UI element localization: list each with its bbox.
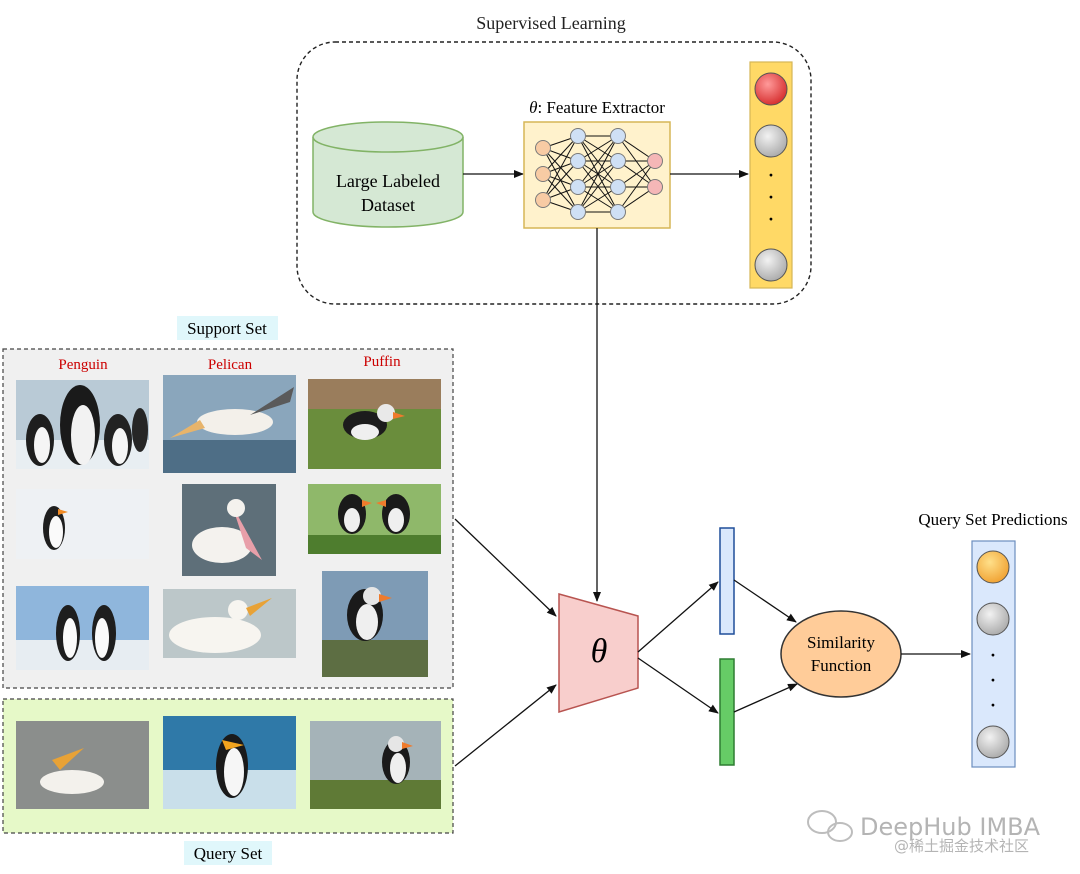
extractor-theta-symbol: θ xyxy=(529,98,537,117)
arrow-query-to-theta xyxy=(454,684,557,767)
nn-node xyxy=(570,179,586,195)
support-photo-puffin-1 xyxy=(308,379,441,469)
nn-node xyxy=(610,153,626,169)
watermark: DeepHub IMBA @稀土掘金技术社区 xyxy=(807,810,1041,855)
nn-edge xyxy=(577,135,619,213)
nn-node xyxy=(535,140,551,156)
class-label-puffin: Puffin xyxy=(363,354,401,370)
wechat-icon xyxy=(807,810,853,842)
nn-edge xyxy=(542,135,579,175)
nn-node xyxy=(610,128,626,144)
dataset-label-line1: Large Labeled xyxy=(336,171,440,191)
nn-edge xyxy=(577,135,619,188)
nn-node xyxy=(647,153,663,169)
arrow-support-embedding-to-similarity xyxy=(733,579,797,623)
prediction-node-gray xyxy=(976,602,1010,636)
arrow-query-embedding-to-similarity xyxy=(733,683,798,713)
support-photo-pelican-3 xyxy=(163,589,296,658)
nn-edge xyxy=(542,160,579,201)
nn-node xyxy=(610,204,626,220)
nn-node xyxy=(647,179,663,195)
class-label-penguin: Penguin xyxy=(58,357,108,373)
support-photo-penguin-3 xyxy=(16,586,149,670)
arrow-theta-to-support-embedding xyxy=(637,581,719,653)
nn-edge xyxy=(542,135,579,201)
prediction-node-orange xyxy=(976,550,1010,584)
nn-edge xyxy=(617,160,656,213)
nn-node xyxy=(535,192,551,208)
similarity-label-line1: Similarity xyxy=(807,633,876,652)
nn-edge xyxy=(577,160,619,213)
theta-symbol: θ xyxy=(591,633,608,670)
similarity-label-line2: Function xyxy=(811,656,872,675)
supervised-learning-box xyxy=(296,41,812,305)
output-dot: · xyxy=(768,186,775,211)
support-photo-pelican-1 xyxy=(163,375,296,473)
nn-node xyxy=(610,179,626,195)
supervised-learning-title: Supervised Learning xyxy=(476,13,625,33)
arrow-support-to-theta xyxy=(454,518,557,617)
support-photo-penguin-2 xyxy=(16,489,149,559)
prediction-dot: · xyxy=(990,644,997,669)
watermark-line1: DeepHub IMBA xyxy=(860,813,1041,841)
support-photo-pelican-2 xyxy=(182,484,276,576)
query-photo-penguin xyxy=(163,716,296,809)
arrow-theta-to-query-embedding xyxy=(637,657,719,714)
query-set-predictions-title: Query Set Predictions xyxy=(918,510,1067,529)
dataset-label-line2: Dataset xyxy=(361,195,415,215)
query-embedding-bar xyxy=(719,658,735,766)
support-photo-penguin-1 xyxy=(16,380,149,469)
support-set-title: Support Set xyxy=(187,319,267,338)
theta-model-block xyxy=(558,593,639,714)
query-set-title: Query Set xyxy=(194,844,263,863)
nn-node xyxy=(570,128,586,144)
nn-node xyxy=(570,204,586,220)
feature-extractor-title: θ: Feature Extractor xyxy=(529,98,665,117)
support-embedding-bar xyxy=(719,527,735,635)
output-node-gray xyxy=(754,124,788,158)
output-dot: · xyxy=(768,208,775,233)
query-photo-puffin xyxy=(310,721,441,809)
support-photo-puffin-3 xyxy=(322,571,428,677)
output-node-red xyxy=(754,72,788,106)
prediction-dot: · xyxy=(990,694,997,719)
watermark-line2: @稀土掘金技术社区 xyxy=(894,837,1029,855)
prediction-dot: · xyxy=(990,669,997,694)
prediction-node-gray xyxy=(976,725,1010,759)
query-set-label-bg xyxy=(184,841,272,865)
class-label-pelican: Pelican xyxy=(208,357,253,373)
support-set-label-bg xyxy=(177,316,278,340)
neural-network-icon xyxy=(535,128,663,220)
query-photo-pelican xyxy=(16,721,149,809)
similarity-function-node xyxy=(780,610,902,698)
extractor-title-text: : Feature Extractor xyxy=(537,98,665,117)
output-dot: · xyxy=(768,164,775,189)
output-node-gray xyxy=(754,248,788,282)
large-labeled-dataset-cylinder: Large Labeled Dataset xyxy=(312,121,464,228)
support-photo-puffin-2 xyxy=(308,484,441,554)
nn-node xyxy=(570,153,586,169)
nn-node xyxy=(535,166,551,182)
